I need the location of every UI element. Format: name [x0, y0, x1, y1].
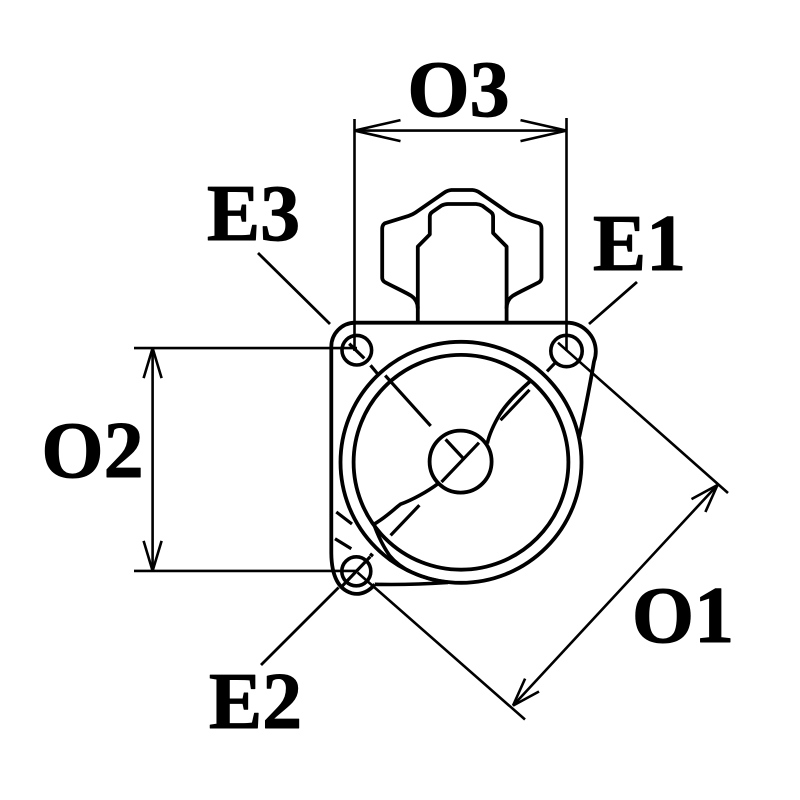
- svg-text:E2: E2: [209, 658, 302, 746]
- svg-text:E3: E3: [207, 170, 300, 258]
- svg-text:E1: E1: [593, 200, 686, 288]
- svg-text:O1: O1: [632, 572, 734, 660]
- svg-text:O2: O2: [41, 407, 143, 495]
- svg-text:O3: O3: [407, 46, 509, 134]
